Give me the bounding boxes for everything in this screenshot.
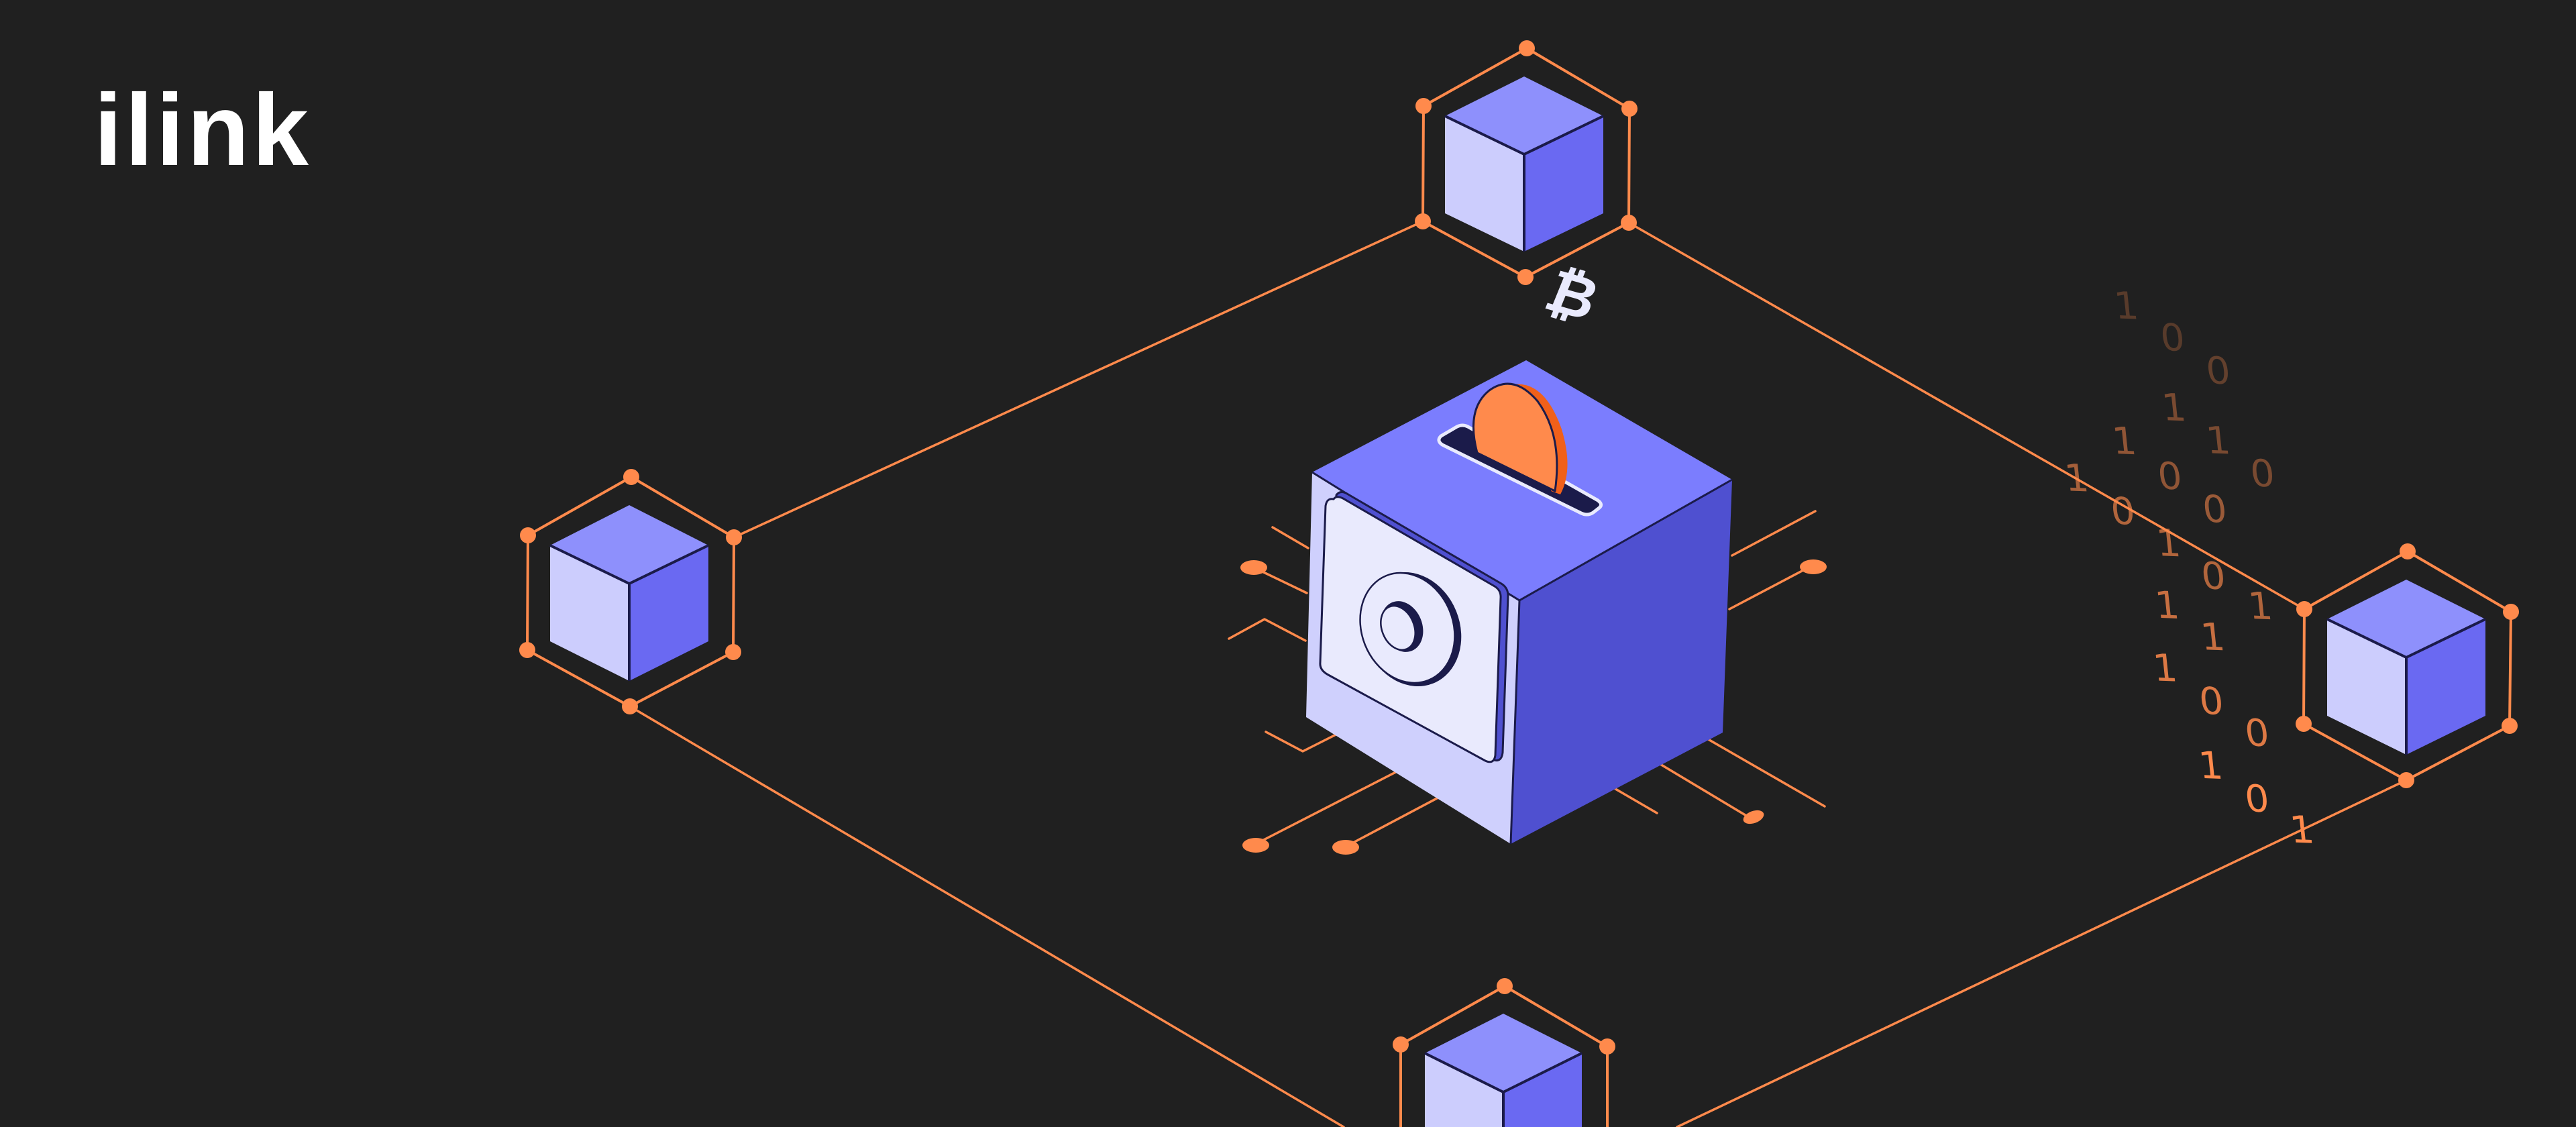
connection-left-to-top [733, 220, 1424, 539]
cube-left-face [1445, 116, 1524, 252]
binary-digit: 1 [2151, 647, 2180, 691]
cube-node-bottom [1393, 978, 1615, 1127]
cube-node-left [519, 469, 742, 714]
binary-digit: 1 [2110, 420, 2139, 464]
binary-digit: 1 [2246, 584, 2275, 629]
binary-digit: 1 [2204, 419, 2233, 464]
connection-right-to-bottom [1676, 779, 2408, 1127]
binary-digit: 1 [2062, 457, 2091, 501]
binary-digit: 1 [2196, 744, 2225, 788]
binary-digit: 1 [2159, 386, 2188, 431]
bitcoin-icon: ₿ [1536, 256, 1609, 333]
binary-digit: 1 [2112, 284, 2141, 329]
ilink-logo[interactable]: ilink [94, 73, 312, 187]
binary-digit: 0 [2197, 680, 2226, 724]
binary-digit: 0 [2248, 452, 2277, 496]
binary-digit: 1 [2288, 808, 2316, 853]
binary-digit: 0 [2243, 712, 2271, 756]
cube-node-top [1415, 40, 1638, 285]
safe-box: ₿ [1306, 256, 1733, 845]
connection-top-to-right [1627, 221, 2306, 610]
binary-digit: 0 [2158, 316, 2187, 360]
binary-digit: 0 [2204, 350, 2233, 394]
binary-digit: 1 [2153, 584, 2182, 628]
safe-right-face [1511, 480, 1732, 844]
binary-digit: 1 [2198, 616, 2227, 660]
connection-left-to-bottom [629, 705, 1345, 1127]
network-connections [629, 220, 2408, 1127]
binary-digit: 0 [2243, 777, 2271, 822]
cube-node-right [2296, 543, 2519, 788]
binary-digit: 1 [2154, 522, 2183, 566]
binary-digit: 0 [2155, 455, 2184, 499]
cube-right-face [1524, 116, 1603, 252]
node-dot [1519, 40, 1535, 56]
binary-digit: 0 [2199, 555, 2228, 599]
binary-digit: 0 [2108, 490, 2137, 534]
binary-digit: 0 [2200, 488, 2229, 532]
